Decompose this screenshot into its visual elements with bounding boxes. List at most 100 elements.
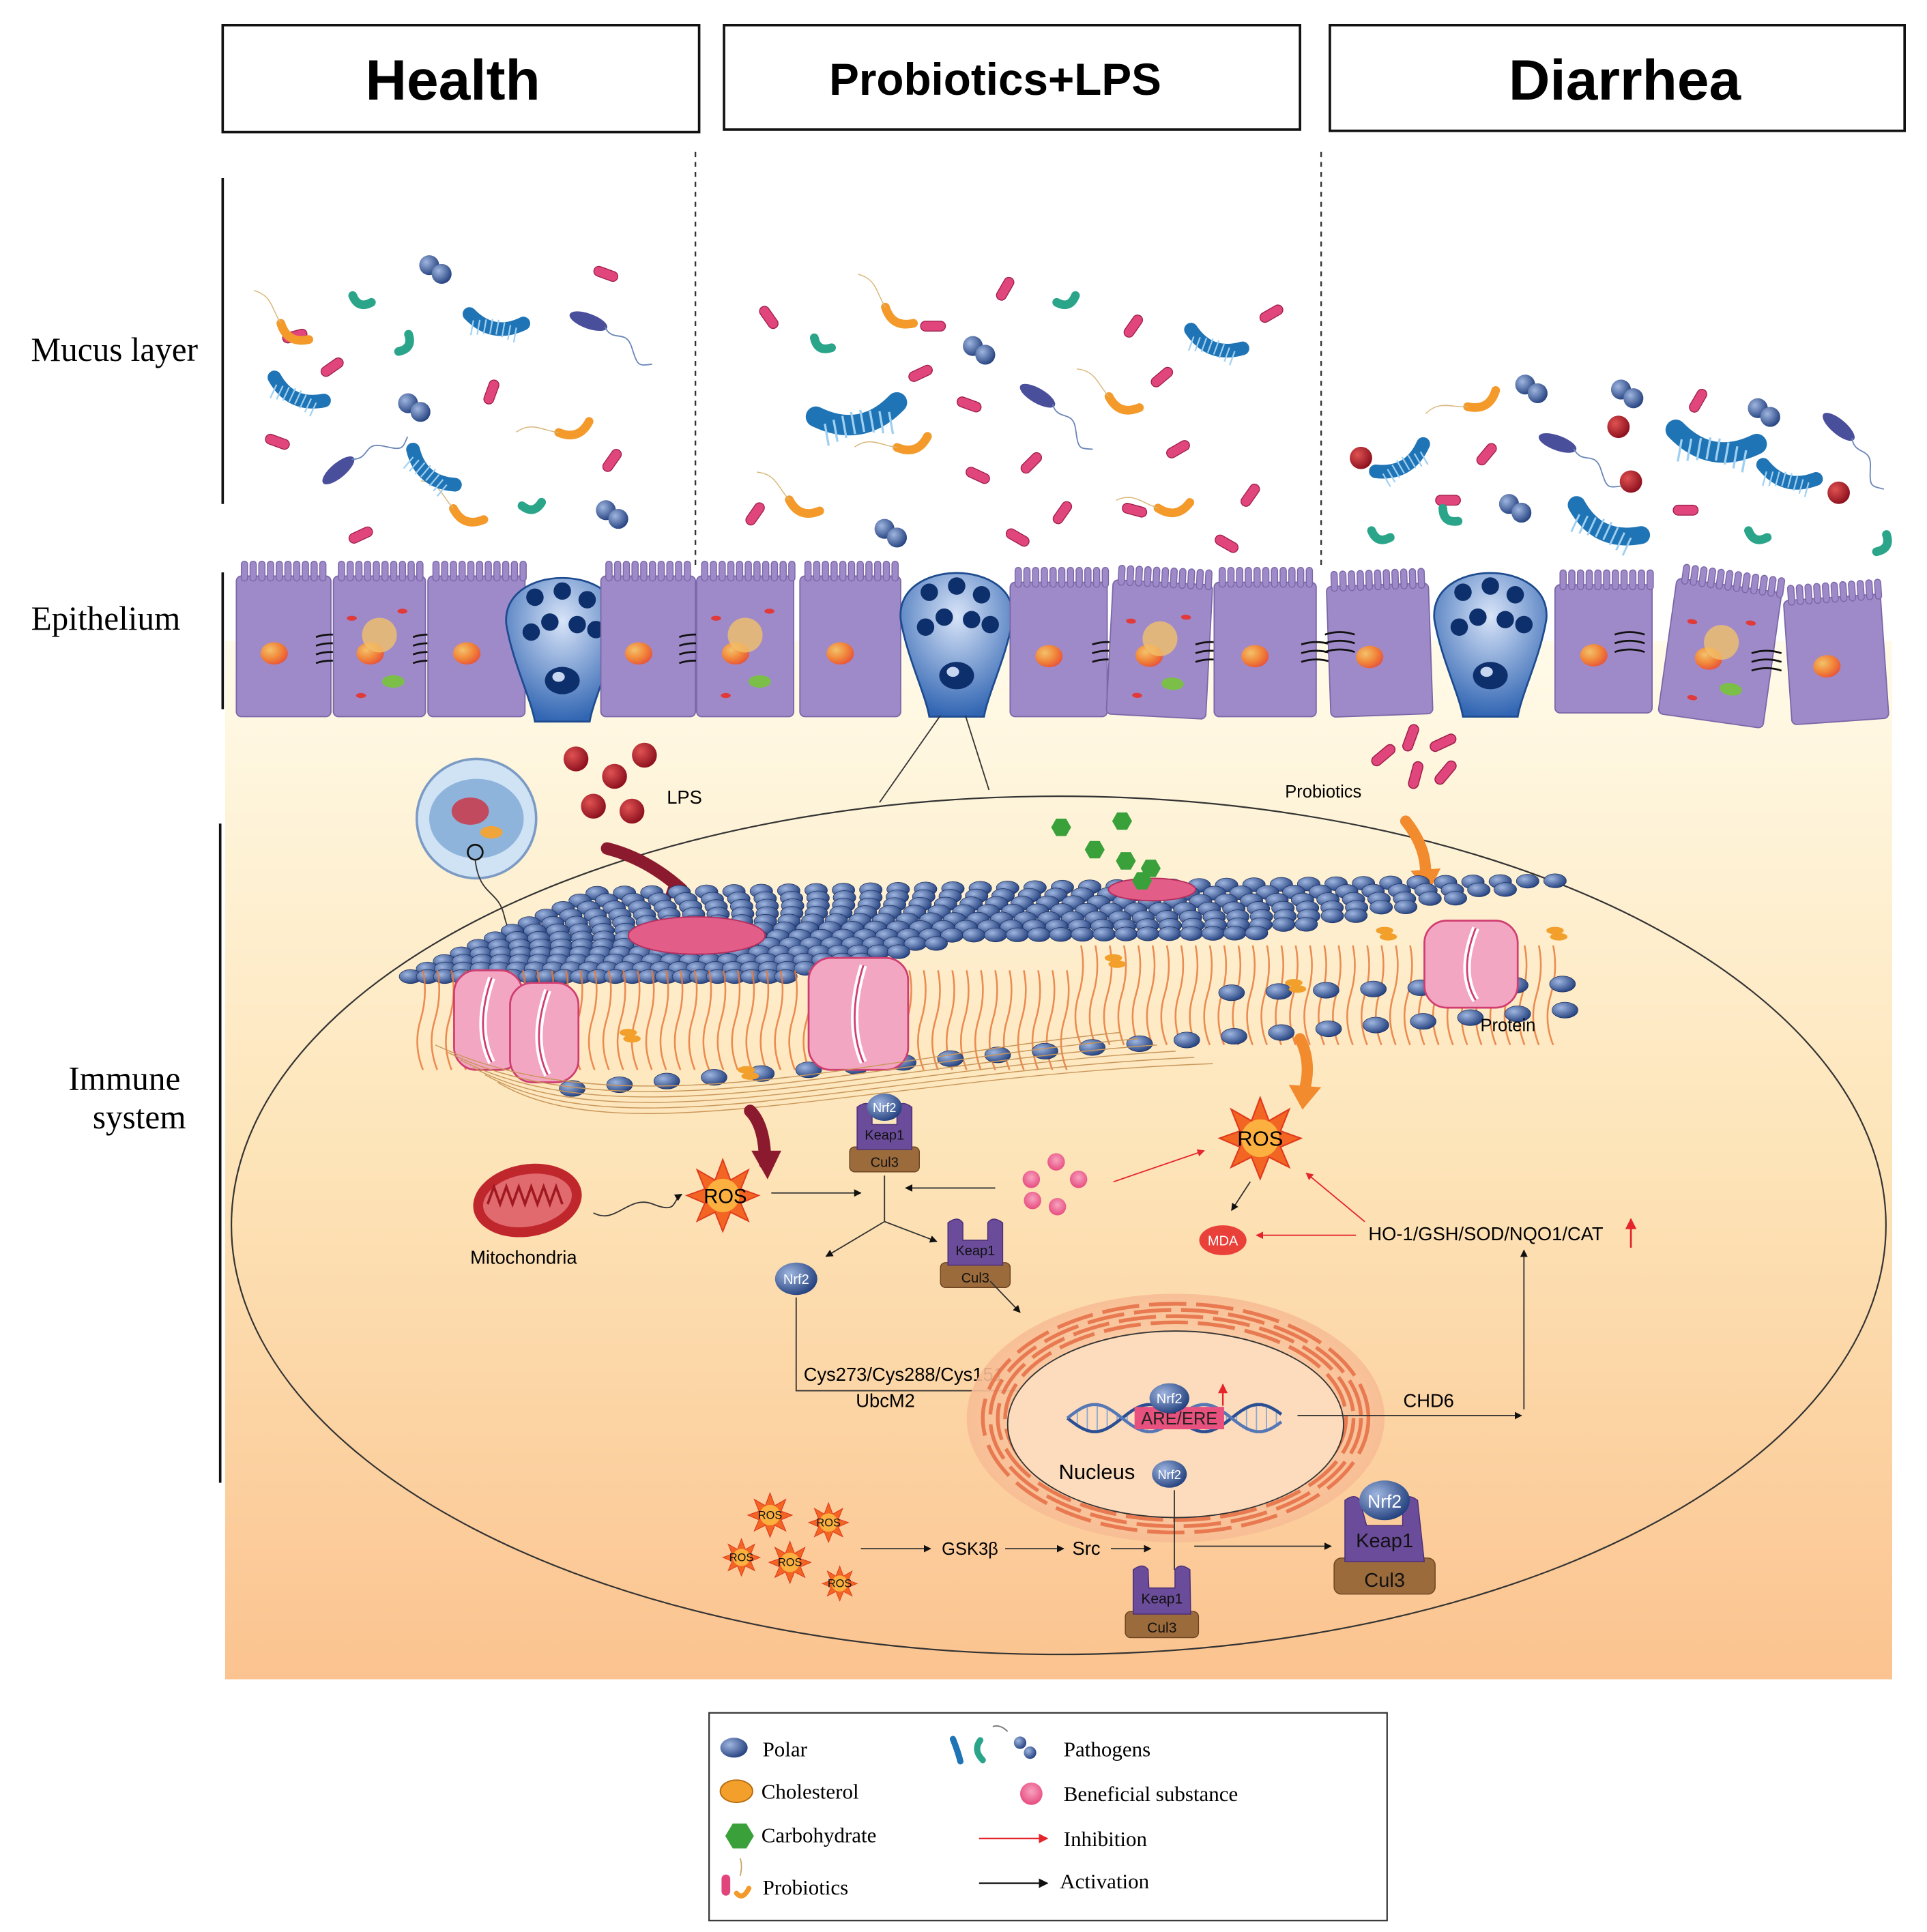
pathogen-flagellated bbox=[1823, 413, 1884, 490]
pathogen-green bbox=[348, 291, 376, 310]
probiotic-rod bbox=[1435, 495, 1461, 506]
header-diarrhea-label: Diarrhea bbox=[1509, 48, 1742, 112]
label-ros-right: ROS bbox=[1237, 1126, 1283, 1150]
ros-small-label: ROS bbox=[828, 1578, 852, 1590]
pathogen-diplococcus bbox=[1515, 375, 1548, 404]
probiotic-rod bbox=[920, 321, 946, 332]
legend-beneficial-icon bbox=[1019, 1782, 1043, 1805]
header-probiotics-lps-label: Probiotics+LPS bbox=[829, 55, 1161, 104]
pathogen-blue-rod bbox=[1567, 496, 1651, 556]
cul3-label: Cul3 bbox=[1364, 1570, 1405, 1592]
tight-junction bbox=[1324, 631, 1355, 653]
nrf2-lower: Nrf2 bbox=[1152, 1460, 1187, 1488]
pathogen-green bbox=[1052, 291, 1080, 310]
probiotic-rod bbox=[966, 467, 990, 484]
epithelial-cell bbox=[799, 560, 901, 718]
keap1-to-er-arrow bbox=[989, 1280, 1021, 1313]
pathogen-green bbox=[1872, 530, 1892, 557]
pathogen-blue-rod bbox=[1184, 323, 1249, 366]
zoom-line-left bbox=[879, 715, 942, 803]
probiotic-rod bbox=[1215, 534, 1238, 553]
cell-icon bbox=[415, 757, 538, 934]
carbohydrate bbox=[1112, 812, 1133, 830]
pathogen-diplococcus bbox=[398, 393, 431, 422]
legend-inhibition: Inhibition bbox=[1064, 1827, 1148, 1851]
probiotic-rod bbox=[483, 379, 499, 405]
legend-cholesterol-icon bbox=[719, 1779, 753, 1803]
probiotic-curved bbox=[858, 274, 918, 329]
legend-cholesterol: Cholesterol bbox=[762, 1780, 859, 1804]
epithelial-cell bbox=[1657, 564, 1786, 729]
pathogen-blue-rod bbox=[1369, 437, 1430, 487]
pathogen-blue-rod bbox=[403, 442, 462, 497]
probiotic-rod bbox=[348, 526, 373, 544]
pathogen-blue-rod bbox=[1665, 420, 1767, 473]
mito-to-ros-arrow bbox=[593, 1193, 682, 1217]
legend-probiotics: Probiotics bbox=[763, 1875, 849, 1899]
probiotic-rod bbox=[1052, 501, 1073, 525]
membrane-protein bbox=[453, 969, 524, 1071]
label-mda: MDA bbox=[1208, 1233, 1238, 1248]
pathogen-diplococcus bbox=[1748, 398, 1780, 427]
carbohydrate bbox=[1132, 872, 1153, 890]
pathogen-diplococcus bbox=[1498, 494, 1532, 523]
cholesterol bbox=[619, 1029, 637, 1037]
label-gsk3b: GSK3β bbox=[942, 1540, 998, 1559]
mda-blob bbox=[1199, 1225, 1247, 1255]
probiotic-rod bbox=[320, 357, 344, 377]
probiotic-curved bbox=[854, 432, 932, 454]
epithelial-cell bbox=[1213, 566, 1317, 718]
pathogen-blue-rod bbox=[805, 392, 908, 446]
legend-pathogens: Pathogens bbox=[1064, 1738, 1150, 1761]
label-immune: Immune bbox=[68, 1059, 180, 1097]
cul3-label: Cul3 bbox=[871, 1155, 899, 1170]
goblet-cell bbox=[899, 572, 1014, 718]
keap1-label: Keap1 bbox=[1356, 1530, 1413, 1552]
glycoprotein-base bbox=[1107, 877, 1196, 902]
label-nrf2-nucleus: Nrf2 bbox=[1157, 1392, 1183, 1407]
probiotic-curved bbox=[1076, 368, 1144, 415]
epithelial-cell bbox=[696, 560, 796, 718]
pathogen-flagellated bbox=[1538, 433, 1622, 488]
keap1-label: Keap1 bbox=[1141, 1592, 1183, 1607]
probiotic-rod bbox=[602, 449, 622, 472]
nrf2-label: Nrf2 bbox=[873, 1100, 896, 1115]
membrane-protein bbox=[509, 982, 580, 1083]
pathogen-flagellated bbox=[322, 436, 409, 485]
cholesterol bbox=[1285, 979, 1303, 987]
pathogen-blue-rod bbox=[1756, 458, 1823, 497]
epithelial-cell bbox=[600, 560, 697, 718]
pathogen-diplococcus bbox=[874, 518, 908, 548]
ros-to-mda-arrow bbox=[1231, 1181, 1251, 1212]
pathogen-green bbox=[517, 497, 547, 514]
zoom-line-right bbox=[964, 715, 990, 791]
ros-small-label: ROS bbox=[758, 1509, 783, 1521]
nucleus-er bbox=[966, 1293, 1385, 1543]
cholesterol bbox=[1376, 926, 1393, 935]
cholesterol bbox=[1104, 954, 1122, 962]
pathogen-diplococcus bbox=[419, 255, 452, 284]
probiotic-rod bbox=[1123, 314, 1144, 338]
probiotic-rod bbox=[265, 433, 290, 450]
epithelial-cell bbox=[1554, 569, 1654, 714]
probiotic-rod bbox=[1150, 366, 1174, 387]
ros-small-label: ROS bbox=[816, 1517, 841, 1529]
label-nrf2-free: Nrf2 bbox=[783, 1272, 809, 1287]
label-ubcm2: UbcM2 bbox=[856, 1390, 915, 1411]
label-nucleus: Nucleus bbox=[1058, 1460, 1135, 1484]
label-system: system bbox=[93, 1098, 186, 1136]
membrane-protein bbox=[807, 956, 910, 1071]
epithelium-cells bbox=[235, 560, 1889, 729]
label-nrf2-lower: Nrf2 bbox=[1158, 1467, 1181, 1482]
carbohydrate bbox=[1116, 852, 1136, 870]
pathogen-blue-rod bbox=[267, 370, 331, 417]
label-antioxidants: HO-1/GSH/SOD/NQO1/CAT bbox=[1368, 1223, 1603, 1244]
pathogen-green bbox=[394, 330, 414, 356]
antioxidant-inhibits-ros-arrow bbox=[1305, 1172, 1365, 1223]
cell-membrane-bilayer bbox=[399, 812, 1578, 1114]
label-mucus-layer: Mucus layer bbox=[31, 331, 198, 368]
probiotic-rod bbox=[1005, 528, 1030, 547]
mucus-microbes bbox=[253, 255, 1892, 557]
